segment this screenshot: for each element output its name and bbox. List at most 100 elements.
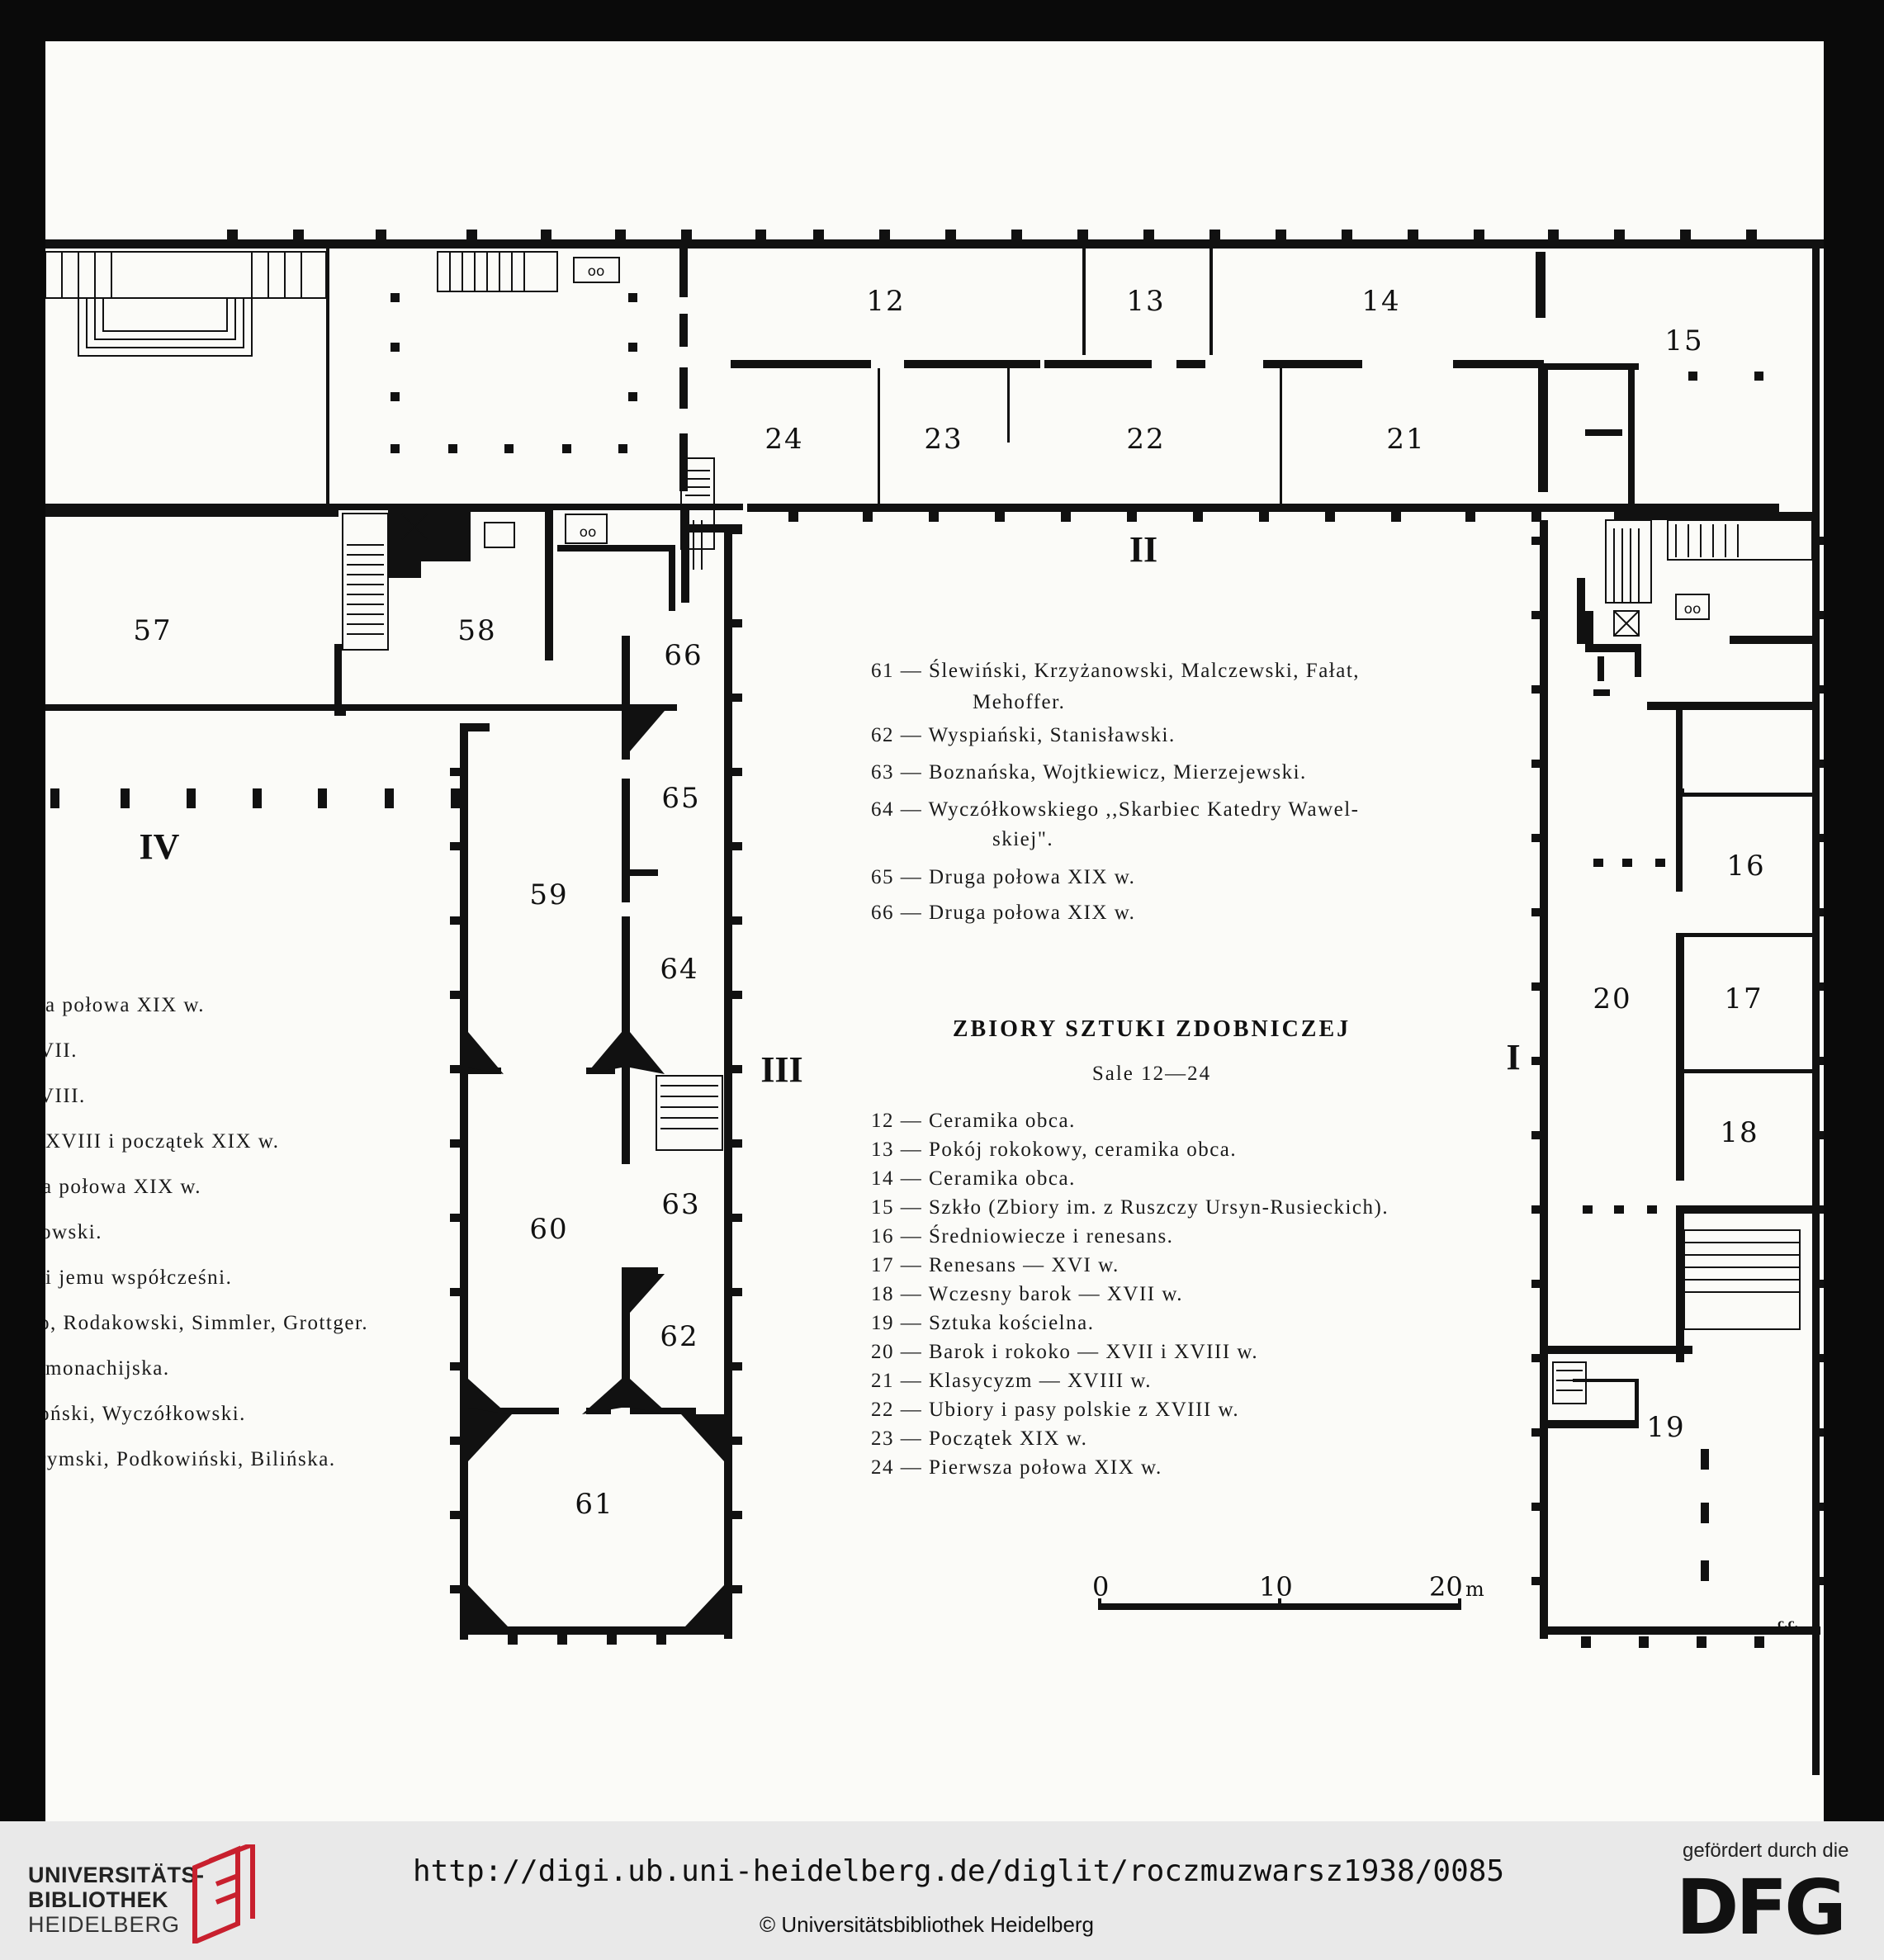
legend-text: Barok i rokoko — XVII i XVIII w.: [929, 1341, 1258, 1363]
legend-num: 63: [871, 761, 894, 784]
room-19: 19: [1646, 1411, 1685, 1444]
room-57: 57: [133, 614, 172, 647]
room-17: 17: [1724, 982, 1763, 1016]
legend-num: 14: [871, 1167, 894, 1190]
legend-num: 21: [871, 1370, 894, 1392]
legend-text: Średniowiecze i renesans.: [929, 1224, 1173, 1247]
wall-set-central: [450, 524, 742, 1645]
svg-text:66 — Druga połowa XIX w.: 66 — Druga połowa XIX w.: [871, 902, 1135, 924]
svg-text:24 — Pierwsza połowa XIX w.: 24 — Pierwsza połowa XIX w.: [871, 1456, 1162, 1479]
diagonal-corners: [468, 711, 724, 1626]
ub-line-2: BIBLIOTHEK: [28, 1887, 168, 1912]
dfg-logo-text: DFG: [1676, 1868, 1844, 1947]
legend-num: 24: [871, 1456, 894, 1479]
legend-num: 15: [871, 1196, 894, 1219]
room-59: 59: [529, 878, 568, 911]
permalink-url[interactable]: http://digi.ub.uni-heidelberg.de/diglit/…: [413, 1854, 1505, 1888]
room-13: 13: [1126, 285, 1165, 318]
ub-line-1: UNIVERSITÄTS-: [28, 1863, 205, 1887]
legend-num: 66: [871, 902, 894, 924]
legend-num: 12: [871, 1110, 894, 1132]
legend-num: 23: [871, 1427, 894, 1450]
svg-text:22 — Ubiory i pasy polskie z X: 22 — Ubiory i pasy polskie z XVIII w.: [871, 1399, 1239, 1421]
legend-num: 20: [871, 1341, 894, 1363]
room-14: 14: [1361, 285, 1400, 318]
legend-rooms-61-66: 61 — Ślewiński, Krzyżanowski, Malczewski…: [871, 659, 1360, 924]
wc-label: oo: [580, 524, 597, 541]
room-20: 20: [1593, 982, 1631, 1016]
legend-left-line: VIII.: [45, 1085, 86, 1107]
svg-text:13 — Pokój rokokowy, ceramika: 13 — Pokój rokokowy, ceramika obca.: [871, 1139, 1237, 1161]
legend-text: Klasycyzm — XVIII w.: [929, 1370, 1152, 1392]
ub-logo-icon: [192, 1844, 255, 1943]
legend-text: Ceramika obca.: [929, 1167, 1076, 1190]
wing-III: III: [760, 1049, 802, 1090]
svg-text:12 — Ceramika obca.: 12 — Ceramika obca.: [871, 1110, 1076, 1132]
room-15: 15: [1664, 324, 1703, 357]
legend-text: Szkło (Zbiory im. z Ruszczy Ursyn-Rusiec…: [929, 1196, 1389, 1219]
legend-text: Druga połowa XIX w.: [929, 902, 1135, 924]
legend-text: Druga połowa XIX w.: [929, 866, 1135, 888]
wall-set-north: [45, 230, 1824, 1775]
svg-text:17 — Renesans — XVI w.: 17 — Renesans — XVI w.: [871, 1254, 1120, 1276]
scale-tick-0: 0: [1092, 1571, 1109, 1603]
ub-heidelberg-wordmark[interactable]: UNIVERSITÄTS- BIBLIOTHEK HEIDELBERG: [28, 1863, 205, 1937]
staircase-west: [342, 457, 715, 651]
legend-text: Wyczółkowskiego ,,Skarbiec Katedry Wawel…: [929, 798, 1360, 821]
svg-text:20 — Barok i rokoko — XVII i X: 20 — Barok i rokoko — XVII i XVIII w.: [871, 1341, 1258, 1363]
legend-num: 13: [871, 1139, 894, 1161]
svg-text:61 — Ślewiński, Krzyżanowski,: 61 — Ślewiński, Krzyżanowski, Malczewski…: [871, 659, 1360, 682]
legend-num: 65: [871, 866, 894, 888]
legend-rooms-12-24: 12 — Ceramika obca. 13 — Pokój rokokowy,…: [871, 1110, 1389, 1479]
legend-text: Boznańska, Wojtkiewicz, Mierzejewski.: [929, 761, 1307, 784]
legend-left-line: i jemu współcześni.: [45, 1266, 232, 1289]
legend-heading: ZBIORY SZTUKI ZDOBNICZEJ: [953, 1016, 1351, 1042]
legend-num: 17: [871, 1254, 894, 1276]
legend-text: Wyspiański, Stanisławski.: [929, 724, 1176, 746]
legend-num: 22: [871, 1399, 894, 1421]
room-24: 24: [764, 423, 803, 456]
staircase-east: [1552, 519, 1813, 1404]
legend-text: Pierwsza połowa XIX w.: [929, 1456, 1162, 1479]
scale-tick-10: 10: [1259, 1571, 1293, 1603]
wall-set-west: [45, 504, 689, 808]
floor-plan-map: oo oo oo 12 13 14 15 24 23 22 21 57 58 6…: [45, 230, 1824, 1775]
legend-text: Sztuka kościelna.: [929, 1312, 1094, 1334]
legend-num: 16: [871, 1225, 894, 1247]
legend-text: skiej".: [992, 828, 1053, 850]
svg-text:19 — Sztuka kościelna.: 19 — Sztuka kościelna.: [871, 1312, 1094, 1334]
svg-text:15 — Szkło (Zbiory im. z Ruszc: 15 — Szkło (Zbiory im. z Ruszczy Ursyn-R…: [871, 1196, 1389, 1219]
room-23: 23: [924, 423, 963, 456]
staircase-northwest: [45, 251, 620, 357]
column-grid: [391, 293, 1763, 453]
copyright-text: © Universitätsbibliothek Heidelberg: [760, 1912, 1095, 1937]
legend-num: 18: [871, 1283, 894, 1305]
legend-num: 19: [871, 1312, 894, 1334]
room-66: 66: [664, 639, 703, 672]
room-18: 18: [1720, 1116, 1759, 1149]
svg-text:65 — Druga połowa XIX w.: 65 — Druga połowa XIX w.: [871, 866, 1135, 888]
room-21: 21: [1386, 423, 1425, 456]
scan-background: oo oo oo 12 13 14 15 24 23 22 21 57 58 6…: [45, 41, 1824, 1821]
room-12: 12: [866, 285, 905, 318]
scale-tick-20: 20: [1429, 1571, 1463, 1603]
footer-bar: UNIVERSITÄTS- BIBLIOTHEK HEIDELBERG http…: [0, 1821, 1884, 1960]
legend-left-line: a połowa XIX w.: [45, 1176, 201, 1198]
legend-text: Pokój rokokowy, ceramika obca.: [929, 1139, 1237, 1161]
wing-IV: IV: [140, 826, 180, 867]
wc-label: oo: [588, 263, 605, 280]
ub-line-3: HEIDELBERG: [28, 1912, 181, 1937]
legend-left-line: oński, Wyczółkowski.: [45, 1403, 246, 1425]
legend-left-line: a połowa XIX w.: [45, 994, 205, 1016]
room-61: 61: [575, 1488, 613, 1521]
scale-bar: 0 10 20 m: [1092, 1571, 1484, 1610]
legend-text: Początek XIX w.: [929, 1427, 1087, 1450]
svg-text:64 — Wyczółkowskiego ,,Skarbie: 64 — Wyczółkowskiego ,,Skarbiec Katedry …: [871, 798, 1360, 821]
room-63: 63: [661, 1188, 700, 1221]
room-22: 22: [1126, 423, 1165, 456]
dfg-logo-icon[interactable]: DFG: [1676, 1868, 1858, 1947]
legend-num: 62: [871, 724, 894, 746]
legend-num: 64: [871, 798, 894, 821]
legend-left-wing: a połowa XIX w. VII. VIII. XVIII i począ…: [45, 994, 367, 1470]
legend-text: Renesans — XVI w.: [929, 1254, 1120, 1276]
